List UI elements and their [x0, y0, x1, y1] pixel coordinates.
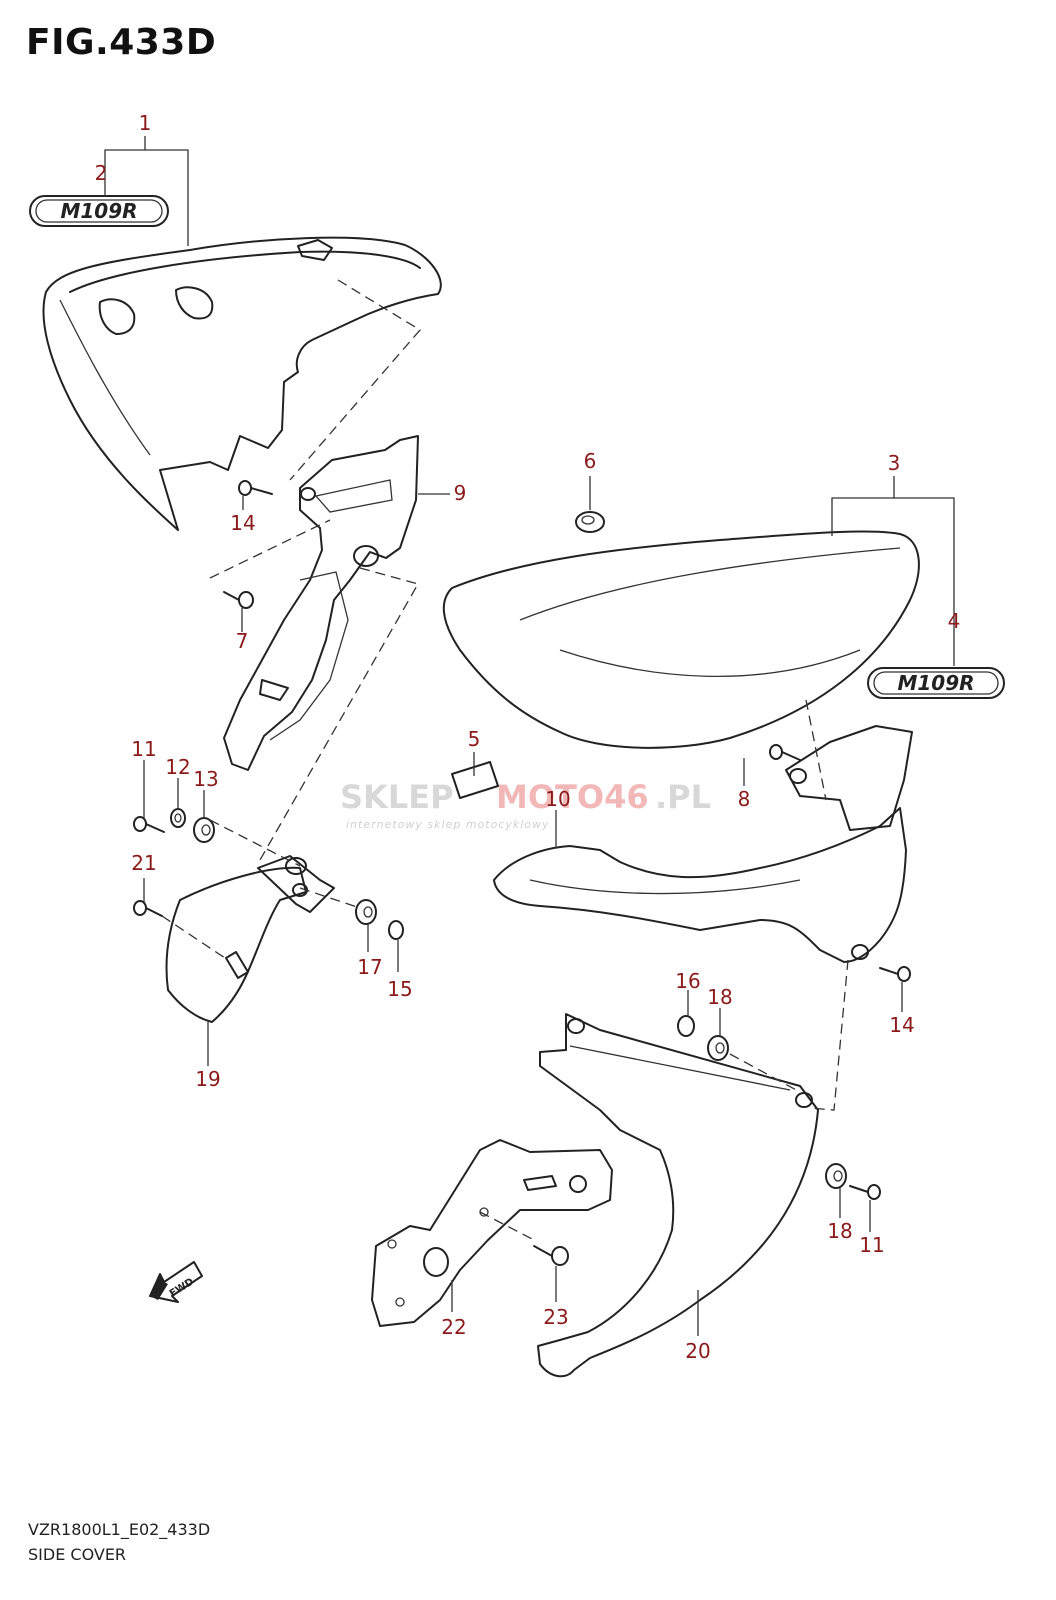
- watermark-sub: internetowy sklep motocyklowy: [346, 818, 550, 831]
- watermark-part2: MOTO46: [496, 778, 649, 816]
- callouts: 1 2 3 4 5 6 7 8 9 10 11 11 12 13 14 14 1…: [95, 111, 961, 1363]
- callout-15: 15: [387, 977, 412, 1001]
- callout-18-upper: 18: [707, 985, 732, 1009]
- callout-17: 17: [357, 955, 382, 979]
- callout-14-right: 14: [889, 1013, 914, 1037]
- figure-title: FIG.433D: [26, 22, 217, 63]
- callout-2: 2: [95, 161, 108, 185]
- fwd-arrow-icon: FWD: [149, 1261, 203, 1303]
- left-frame-cover-part: [42, 236, 442, 531]
- figure-code: VZR1800L1_E02_433D: [28, 1520, 211, 1539]
- callout-1: 1: [139, 111, 152, 135]
- emblem-right-text: M109R: [897, 671, 974, 695]
- callout-20: 20: [685, 1339, 710, 1363]
- watermark: SKLEP MOTO46 .PL internetowy sklep motoc…: [340, 778, 711, 831]
- callout-8: 8: [738, 787, 751, 811]
- callout-3: 3: [888, 451, 901, 475]
- leader-lines: [104, 136, 955, 1336]
- callout-6: 6: [584, 449, 597, 473]
- callout-5: 5: [468, 727, 481, 751]
- callout-11-right: 11: [859, 1233, 884, 1257]
- assembly-lines: [161, 279, 849, 1241]
- callout-4: 4: [948, 609, 961, 633]
- callout-12: 12: [165, 755, 190, 779]
- callout-22: 22: [441, 1315, 466, 1339]
- plate-part-22: [371, 1139, 613, 1327]
- callout-19: 19: [195, 1067, 220, 1091]
- watermark-part3: .PL: [655, 778, 711, 816]
- callout-14-left: 14: [230, 511, 255, 535]
- callout-7: 7: [236, 629, 249, 653]
- bracket-part-9: [223, 435, 419, 771]
- fwd-label: FWD: [168, 1276, 196, 1299]
- callout-10: 10: [545, 787, 570, 811]
- figure-caption: SIDE COVER: [28, 1545, 127, 1564]
- grommet-part-6: [575, 511, 605, 533]
- watermark-part1: SKLEP: [340, 778, 454, 816]
- hardware-bolts: [133, 480, 911, 1266]
- right-side-cover-part-3: [442, 530, 920, 749]
- callout-18-lower: 18: [827, 1219, 852, 1243]
- right-bracket-part-10: [493, 725, 913, 963]
- emblem-left-text: M109R: [60, 199, 137, 223]
- callout-21: 21: [131, 851, 156, 875]
- emblem-m109r-right: M109R: [867, 667, 1005, 699]
- label-part-5: [451, 761, 499, 799]
- callout-9: 9: [454, 481, 467, 505]
- callout-16: 16: [675, 969, 700, 993]
- callout-13: 13: [193, 767, 218, 791]
- emblem-m109r-left: M109R: [29, 195, 169, 227]
- lower-left-cover-part-19: [165, 855, 335, 1023]
- lower-right-bracket-part-20: [537, 1013, 819, 1378]
- callout-23: 23: [543, 1305, 568, 1329]
- callout-11-left: 11: [131, 737, 156, 761]
